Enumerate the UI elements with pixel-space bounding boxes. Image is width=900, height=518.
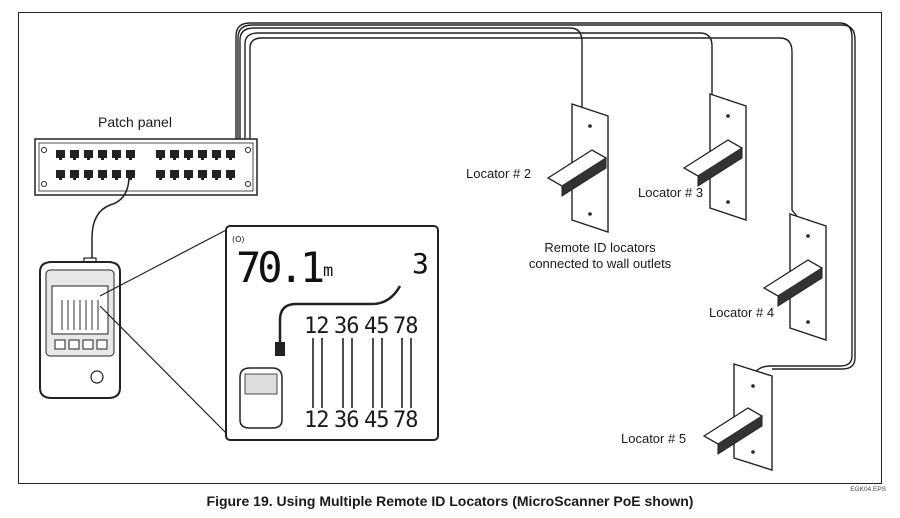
locator-5-label: Locator # 5: [621, 431, 687, 446]
pin-group-top: 12: [304, 314, 329, 339]
patch-port: [98, 150, 107, 158]
patch-port-tab: [159, 178, 162, 180]
locator-3-label: Locator # 3: [638, 185, 704, 200]
enlarged-display: [225, 225, 439, 441]
cable-to-locator-5: [235, 22, 853, 377]
cable-bundle: [235, 22, 856, 377]
patch-port-tab: [201, 178, 204, 180]
patch-port: [184, 170, 193, 178]
patch-port: [212, 150, 221, 158]
patch-port: [98, 170, 107, 178]
patch-port: [112, 170, 121, 178]
locator-2-label: Locator # 2: [466, 166, 532, 181]
zoom-callout-lines: [99, 227, 231, 438]
pin-group-top: 36: [334, 314, 359, 339]
patch-port-tab: [87, 178, 90, 180]
pin-group-bottom: 36: [334, 408, 359, 433]
patch-port: [198, 170, 207, 178]
remote-locators-note: Remote ID locators connected to wall out…: [528, 240, 672, 271]
wall-plate-locator-3: [682, 93, 747, 221]
display-corner-mark: (O): [232, 235, 245, 244]
display-distance: 70.1: [236, 243, 325, 292]
patch-port-tab: [73, 158, 76, 160]
patch-port-tab: [187, 158, 190, 160]
cable-to-locator-3: [244, 32, 713, 145]
patch-port-tab: [201, 158, 204, 160]
figure-frame: [18, 12, 882, 484]
patch-port-tab: [115, 158, 118, 160]
patch-port-tab: [115, 178, 118, 180]
patch-port: [198, 150, 207, 158]
patch-port-tab: [229, 178, 232, 180]
locator-4-label: Locator # 4: [709, 305, 775, 320]
patch-port-tab: [173, 158, 176, 160]
patch-port: [56, 150, 65, 158]
patch-port-tab: [129, 178, 132, 180]
patch-port: [212, 170, 221, 178]
wall-plate-locator-5: [702, 363, 773, 471]
patch-port: [56, 170, 65, 178]
wall-plate-locator-4: [762, 213, 827, 341]
patch-port: [70, 150, 79, 158]
patch-port: [226, 150, 235, 158]
tester-cable: [91, 177, 130, 262]
patch-port: [112, 150, 121, 158]
patch-port-tab: [59, 158, 62, 160]
cable-to-locator-2: [239, 27, 583, 145]
patch-port-tab: [87, 158, 90, 160]
pin-group-top: 78: [393, 314, 418, 339]
patch-port-tab: [129, 158, 132, 160]
patch-port: [156, 150, 165, 158]
pin-group-bottom: 12: [304, 408, 329, 433]
display-unit: m: [323, 261, 334, 281]
patch-port: [84, 170, 93, 178]
patch-port-tab: [215, 158, 218, 160]
patch-port: [226, 170, 235, 178]
patch-port: [126, 150, 135, 158]
cable-to-locator-4: [249, 37, 801, 221]
patch-port: [84, 150, 93, 158]
microscanner-tester: [39, 257, 121, 399]
patch-port-tab: [101, 178, 104, 180]
pin-group-top: 45: [364, 314, 389, 339]
patch-port-tab: [101, 158, 104, 160]
patch-port: [126, 170, 135, 178]
display-locator-count: 3: [412, 247, 429, 280]
figure-caption: Figure 19. Using Multiple Remote ID Loca…: [206, 493, 694, 509]
patch-port-tab: [59, 178, 62, 180]
patch-port: [170, 150, 179, 158]
pin-group-bottom: 45: [364, 408, 389, 433]
patch-panel-label: Patch panel: [98, 114, 172, 130]
wall-plate-locator-2: [546, 103, 609, 233]
pin-group-bottom: 78: [393, 408, 418, 433]
patch-port-tab: [215, 178, 218, 180]
patch-port-tab: [229, 158, 232, 160]
patch-port: [156, 170, 165, 178]
patch-port-tab: [73, 178, 76, 180]
patch-port: [184, 150, 193, 158]
patch-port: [170, 170, 179, 178]
patch-panel: [34, 138, 258, 196]
patch-port-tab: [173, 178, 176, 180]
figure-code: EGK04.EPS: [850, 486, 886, 493]
patch-port-tab: [187, 178, 190, 180]
patch-port: [70, 170, 79, 178]
patch-port-tab: [159, 158, 162, 160]
